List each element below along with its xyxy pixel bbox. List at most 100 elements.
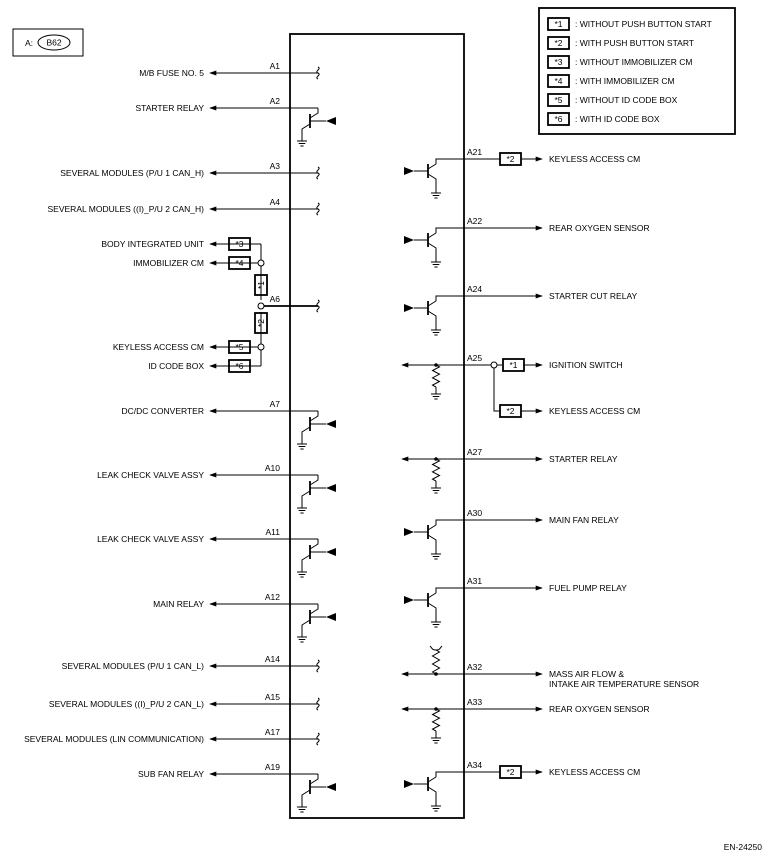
pin-destination-label: KEYLESS ACCESS CM — [549, 767, 640, 777]
pin-number: A12 — [265, 592, 280, 602]
option-tag: *2 — [499, 152, 522, 166]
option-tag-text: *6 — [235, 361, 243, 371]
legend-row-2: *2 : WITH PUSH BUTTON START — [547, 36, 694, 50]
pin-number: A19 — [265, 762, 280, 772]
legend-tag: *2 — [547, 36, 570, 50]
option-tag: *4 — [228, 256, 251, 270]
junction-dot — [257, 302, 265, 310]
pin-number: A14 — [265, 654, 280, 664]
branch-wire — [493, 368, 500, 412]
legend-row-6: *6: WITH ID CODE BOX — [547, 112, 660, 126]
pin-destination-label: SUB FAN RELAY — [138, 769, 204, 779]
transistor-icon — [404, 227, 534, 268]
transistor-icon — [297, 475, 336, 514]
a6-branch-network: *3 BODY INTEGRATED UNIT *4 IMMOBILIZER CM *5… — [101, 237, 268, 373]
can-line-break-icon — [316, 202, 320, 216]
legend-text: : WITH PUSH BUTTON START — [575, 38, 694, 48]
pin-number: A24 — [467, 284, 482, 294]
option-tag-frame — [228, 256, 251, 270]
can-line-break-icon — [316, 697, 320, 711]
pin-number: A27 — [467, 447, 482, 457]
legend: *1: WITHOUT PUSH BUTTON START *2 : WITH PU… — [538, 7, 736, 135]
pin-number: A7 — [270, 399, 281, 409]
pin-number: A3 — [270, 161, 281, 171]
connector-prefix: A: — [25, 38, 33, 48]
pin-destination-label: STARTER RELAY — [136, 103, 205, 113]
left-pin-a1: A1M/B FUSE NO. 5 — [139, 61, 320, 80]
left-pin-a6: A6 — [262, 294, 320, 313]
option-tag-frame — [547, 36, 570, 50]
can-line-break-icon — [316, 66, 320, 80]
pin-destination-label: REAR OXYGEN SENSOR — [549, 223, 650, 233]
branch-destination-label: IMMOBILIZER CM — [133, 258, 204, 268]
pin-destination-label: SEVERAL MODULES (P/U 1 CAN_L) — [62, 661, 205, 671]
legend-tag: *1 — [547, 17, 570, 31]
a6-branch-1: *3 BODY INTEGRATED UNIT — [101, 237, 261, 251]
resistor-icon — [431, 458, 441, 482]
legend-tag: *3 — [547, 55, 570, 69]
transistor-icon — [404, 158, 500, 199]
legend-row-5: *5: WITHOUT ID CODE BOX — [547, 93, 678, 107]
ground-icon — [431, 186, 441, 199]
ground-icon — [297, 800, 307, 813]
pin-destination-label: STARTER CUT RELAY — [549, 291, 637, 301]
pin-destination-label: MASS AIR FLOW & — [549, 669, 624, 679]
option-tag-text: *1 — [554, 19, 562, 29]
pin-number: A1 — [270, 61, 281, 71]
transistor-icon — [297, 604, 336, 643]
option-tag-frame — [228, 340, 251, 354]
transistor-icon — [297, 774, 336, 813]
transistor-icon — [404, 587, 534, 628]
pin-number: A32 — [467, 662, 482, 672]
legend-row-1: *1: WITHOUT PUSH BUTTON START — [547, 17, 712, 31]
branch-destination-label: BODY INTEGRATED UNIT — [101, 239, 204, 249]
transistor-icon — [297, 539, 336, 578]
option-tag-frame — [547, 74, 570, 88]
pin-number: A11 — [266, 527, 281, 537]
pin-number: A22 — [467, 216, 482, 226]
pin-destination-label-2: INTAKE AIR TEMPERATURE SENSOR — [549, 679, 699, 689]
can-line-break-icon — [316, 299, 320, 313]
pin-number: A34 — [467, 760, 482, 770]
pin-destination-label: LEAK CHECK VALVE ASSY — [97, 534, 204, 544]
transistor-icon — [297, 108, 336, 147]
pin-number: A10 — [265, 463, 280, 473]
ground-icon — [431, 799, 441, 812]
pin-number: A15 — [265, 692, 280, 702]
pin-destination-label: SEVERAL MODULES ((I)_P/U 2 CAN_L) — [49, 699, 204, 709]
legend-text: : WITHOUT ID CODE BOX — [575, 95, 678, 105]
option-tag-text: *3 — [235, 239, 243, 249]
option-tag-text: *2 — [554, 38, 562, 48]
pin-destination-label: DC/DC CONVERTER — [122, 406, 205, 416]
pin-destination-label: LEAK CHECK VALVE ASSY — [97, 470, 204, 480]
pin-number: A30 — [467, 508, 482, 518]
pin-number: A31 — [467, 576, 482, 586]
ground-icon — [431, 255, 441, 268]
option-tag-text: *4 — [235, 258, 243, 268]
can-line-break-icon — [316, 166, 320, 180]
ground-icon — [431, 615, 441, 628]
pin-number: A2 — [270, 96, 281, 106]
option-tag-text: *2 — [506, 767, 514, 777]
pin-destination-label: FUEL PUMP RELAY — [549, 583, 627, 593]
option-tag-frame — [547, 93, 570, 107]
connector-badge: A: B62 — [12, 28, 84, 57]
option-tag-text: *2 — [506, 406, 514, 416]
pin-number: A33 — [467, 697, 482, 707]
option-tag-text: *5 — [235, 342, 243, 352]
ground-icon — [297, 437, 307, 450]
transistor-icon — [404, 771, 500, 812]
pin-destination-label: SEVERAL MODULES ((I)_P/U 2 CAN_H) — [48, 204, 205, 214]
ground-icon — [431, 731, 441, 744]
